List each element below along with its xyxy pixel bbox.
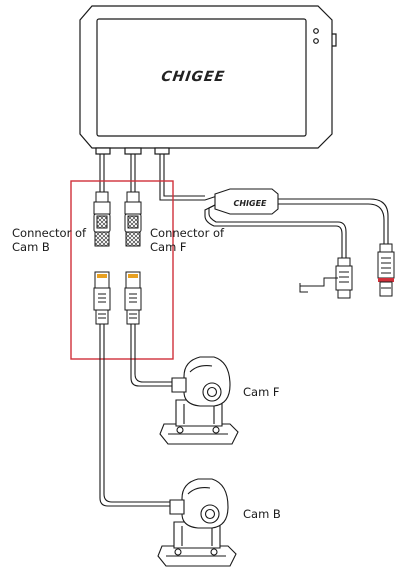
connector-cam-b-display-side <box>93 191 111 247</box>
display-unit <box>79 5 337 155</box>
label-connector-cam-f-line1: Connector of <box>150 226 225 240</box>
camera-side-cables <box>99 324 172 507</box>
power-harness <box>204 188 389 258</box>
power-connector-left <box>335 257 353 299</box>
display-screen <box>96 18 307 137</box>
connector-highlight-box <box>70 180 174 360</box>
plug-wire <box>299 277 338 293</box>
label-connector-cam-b-line1: Connector of <box>12 226 87 240</box>
display-logo: CHIGEE <box>160 69 226 85</box>
harness-logo: CHIGEE <box>233 199 267 208</box>
label-cam-b: Cam B <box>243 507 281 521</box>
power-connector-right <box>377 243 395 297</box>
cam-b-illustration <box>157 478 237 567</box>
camera-cables <box>99 154 221 201</box>
label-cam-f: Cam F <box>243 385 280 399</box>
label-connector-cam-f-line2: Cam F <box>150 240 187 254</box>
label-connector-cam-b: Connector of Cam B <box>12 226 86 254</box>
connector-cam-f-camera-side <box>124 271 142 325</box>
connector-cam-f-display-side <box>124 191 142 247</box>
connector-cam-b-camera-side <box>93 271 111 325</box>
cam-f-illustration <box>159 356 239 445</box>
label-connector-cam-f: Connector of Cam F <box>150 226 224 254</box>
label-connector-cam-b-line2: Cam B <box>12 240 50 254</box>
